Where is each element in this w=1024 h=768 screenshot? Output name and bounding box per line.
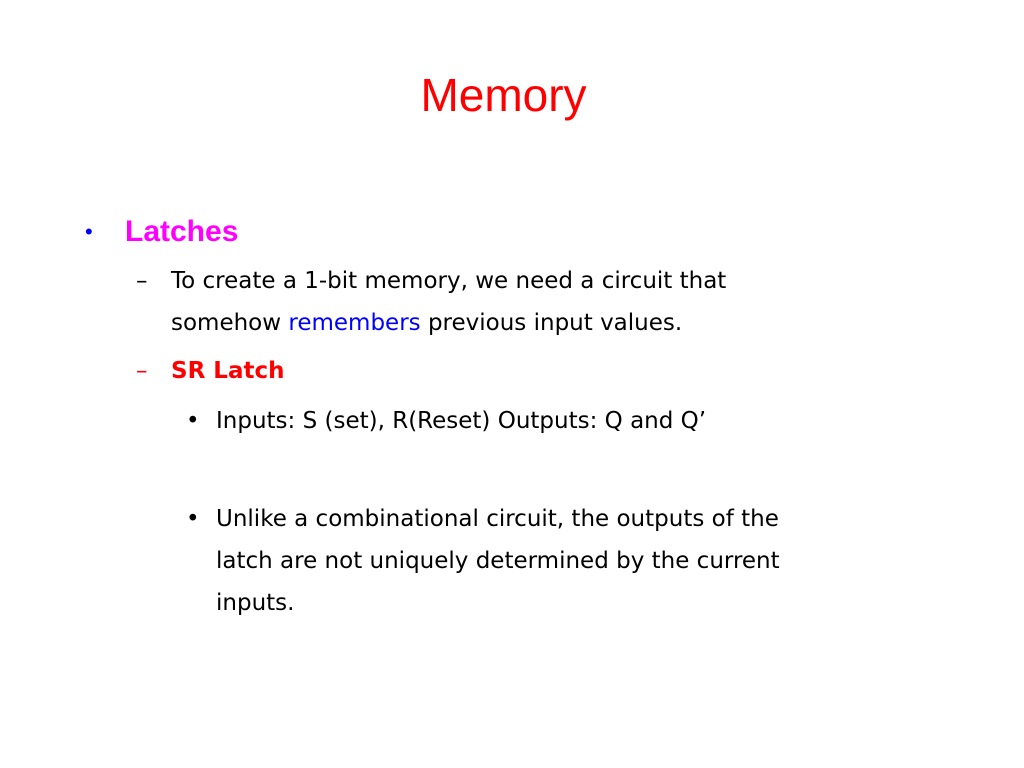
- sub-sub-item-unlike-combinational: • Unlike a combinational circuit, the ou…: [186, 498, 946, 624]
- sub-sub-item-text: Inputs: S (set), R(Reset) Outputs: Q and…: [216, 400, 706, 442]
- sub-sub-item-text: Unlike a combinational circuit, the outp…: [216, 498, 780, 624]
- dash-marker: –: [136, 268, 148, 294]
- sr-latch-label: SR Latch: [171, 358, 285, 384]
- bullet-latches-label: Latches: [125, 215, 239, 248]
- sub-item-line-1: To create a 1-bit memory, we need a circ…: [171, 268, 727, 294]
- sub-item-line-2: somehow remembers previous input values.: [171, 302, 726, 344]
- sub-item-sr-latch: – SR Latch: [136, 350, 436, 392]
- sub-item-1bit-memory: – To create a 1-bit memory, we need a ci…: [136, 260, 896, 344]
- slide-title: Memory: [420, 69, 587, 121]
- sub-sub-item-line: Inputs: S (set), R(Reset) Outputs: Q and…: [216, 408, 707, 434]
- bullet-marker: •: [186, 506, 200, 532]
- sub-item-line-2-start: somehow: [171, 310, 289, 336]
- sub-sub-item-line-1: Unlike a combinational circuit, the outp…: [216, 506, 779, 532]
- highlight-remembers: remembers: [288, 310, 421, 336]
- sub-item-text: To create a 1-bit memory, we need a circ…: [171, 260, 726, 344]
- bullet-marker: •: [85, 219, 93, 244]
- sub-sub-item-line-2: latch are not uniquely determined by the…: [216, 548, 780, 574]
- bullet-marker: •: [186, 408, 200, 434]
- dash-marker: –: [136, 358, 148, 384]
- sub-sub-item-inputs-outputs: • Inputs: S (set), R(Reset) Outputs: Q a…: [186, 400, 886, 442]
- sub-item-line-2-end: previous input values.: [420, 310, 683, 336]
- sub-sub-item-line-3: inputs.: [216, 590, 295, 616]
